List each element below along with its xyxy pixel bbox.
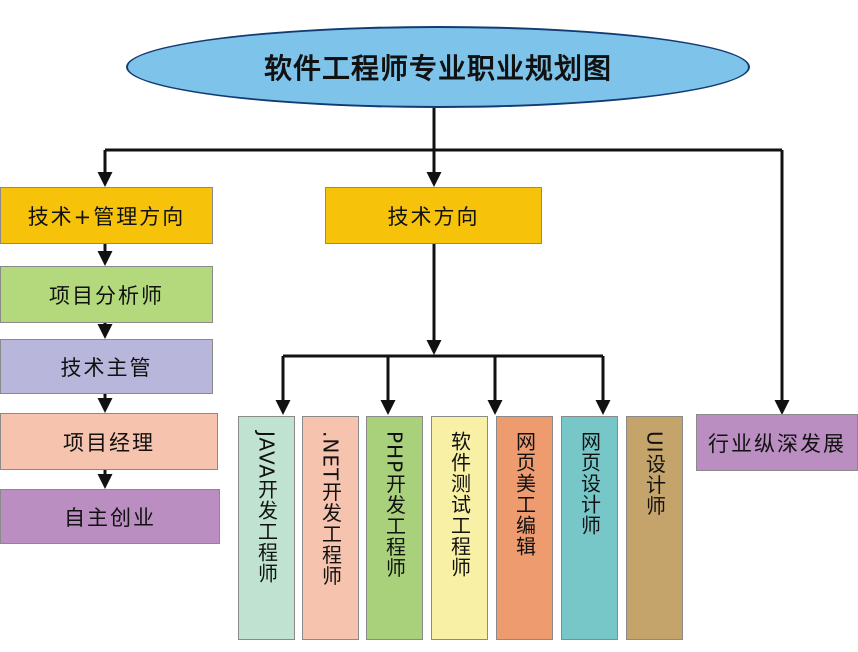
role-ui-designer: UI设计师 xyxy=(626,416,683,640)
node-project-analyst-label: 项目分析师 xyxy=(49,283,164,308)
role-php-engineer-label: PHP开发工程师 xyxy=(382,431,407,579)
node-project-manager-label: 项目经理 xyxy=(63,430,155,455)
branch-industry-label: 行业纵深发展 xyxy=(708,431,846,456)
role-web-art-editor: 网页美工编辑 xyxy=(496,416,553,640)
role-web-designer-label: 网页设计师 xyxy=(577,431,602,536)
branch-industry: 行业纵深发展 xyxy=(696,414,858,471)
role-java-engineer-label: JAVA开发工程师 xyxy=(254,431,279,585)
branch-tech: 技术方向 xyxy=(325,187,542,244)
node-startup: 自主创业 xyxy=(0,489,220,544)
role-php-engineer: PHP开发工程师 xyxy=(366,416,423,640)
branch-tech-management: 技术+管理方向 xyxy=(0,187,213,244)
node-tech-supervisor-label: 技术主管 xyxy=(60,355,153,380)
branch-tech-label: 技术方向 xyxy=(387,204,480,229)
role-dotnet-engineer-label: .NET开发工程师 xyxy=(318,431,343,587)
node-project-analyst: 项目分析师 xyxy=(0,266,213,323)
diagram-title: 软件工程师专业职业规划图 xyxy=(263,52,612,85)
role-java-engineer: JAVA开发工程师 xyxy=(238,416,295,640)
role-web-designer: 网页设计师 xyxy=(561,416,618,640)
node-startup-label: 自主创业 xyxy=(64,505,156,530)
role-dotnet-engineer: .NET开发工程师 xyxy=(302,416,359,640)
node-project-manager: 项目经理 xyxy=(0,413,218,470)
title-ellipse: 软件工程师专业职业规划图 xyxy=(126,26,750,108)
branch-tech-management-label: 技术+管理方向 xyxy=(27,204,186,229)
role-ui-designer-label: UI设计师 xyxy=(642,431,667,517)
role-test-engineer-label: 软件测试工程师 xyxy=(447,431,472,578)
role-test-engineer: 软件测试工程师 xyxy=(431,416,488,640)
role-web-art-editor-label: 网页美工编辑 xyxy=(512,431,537,557)
node-tech-supervisor: 技术主管 xyxy=(0,339,213,394)
